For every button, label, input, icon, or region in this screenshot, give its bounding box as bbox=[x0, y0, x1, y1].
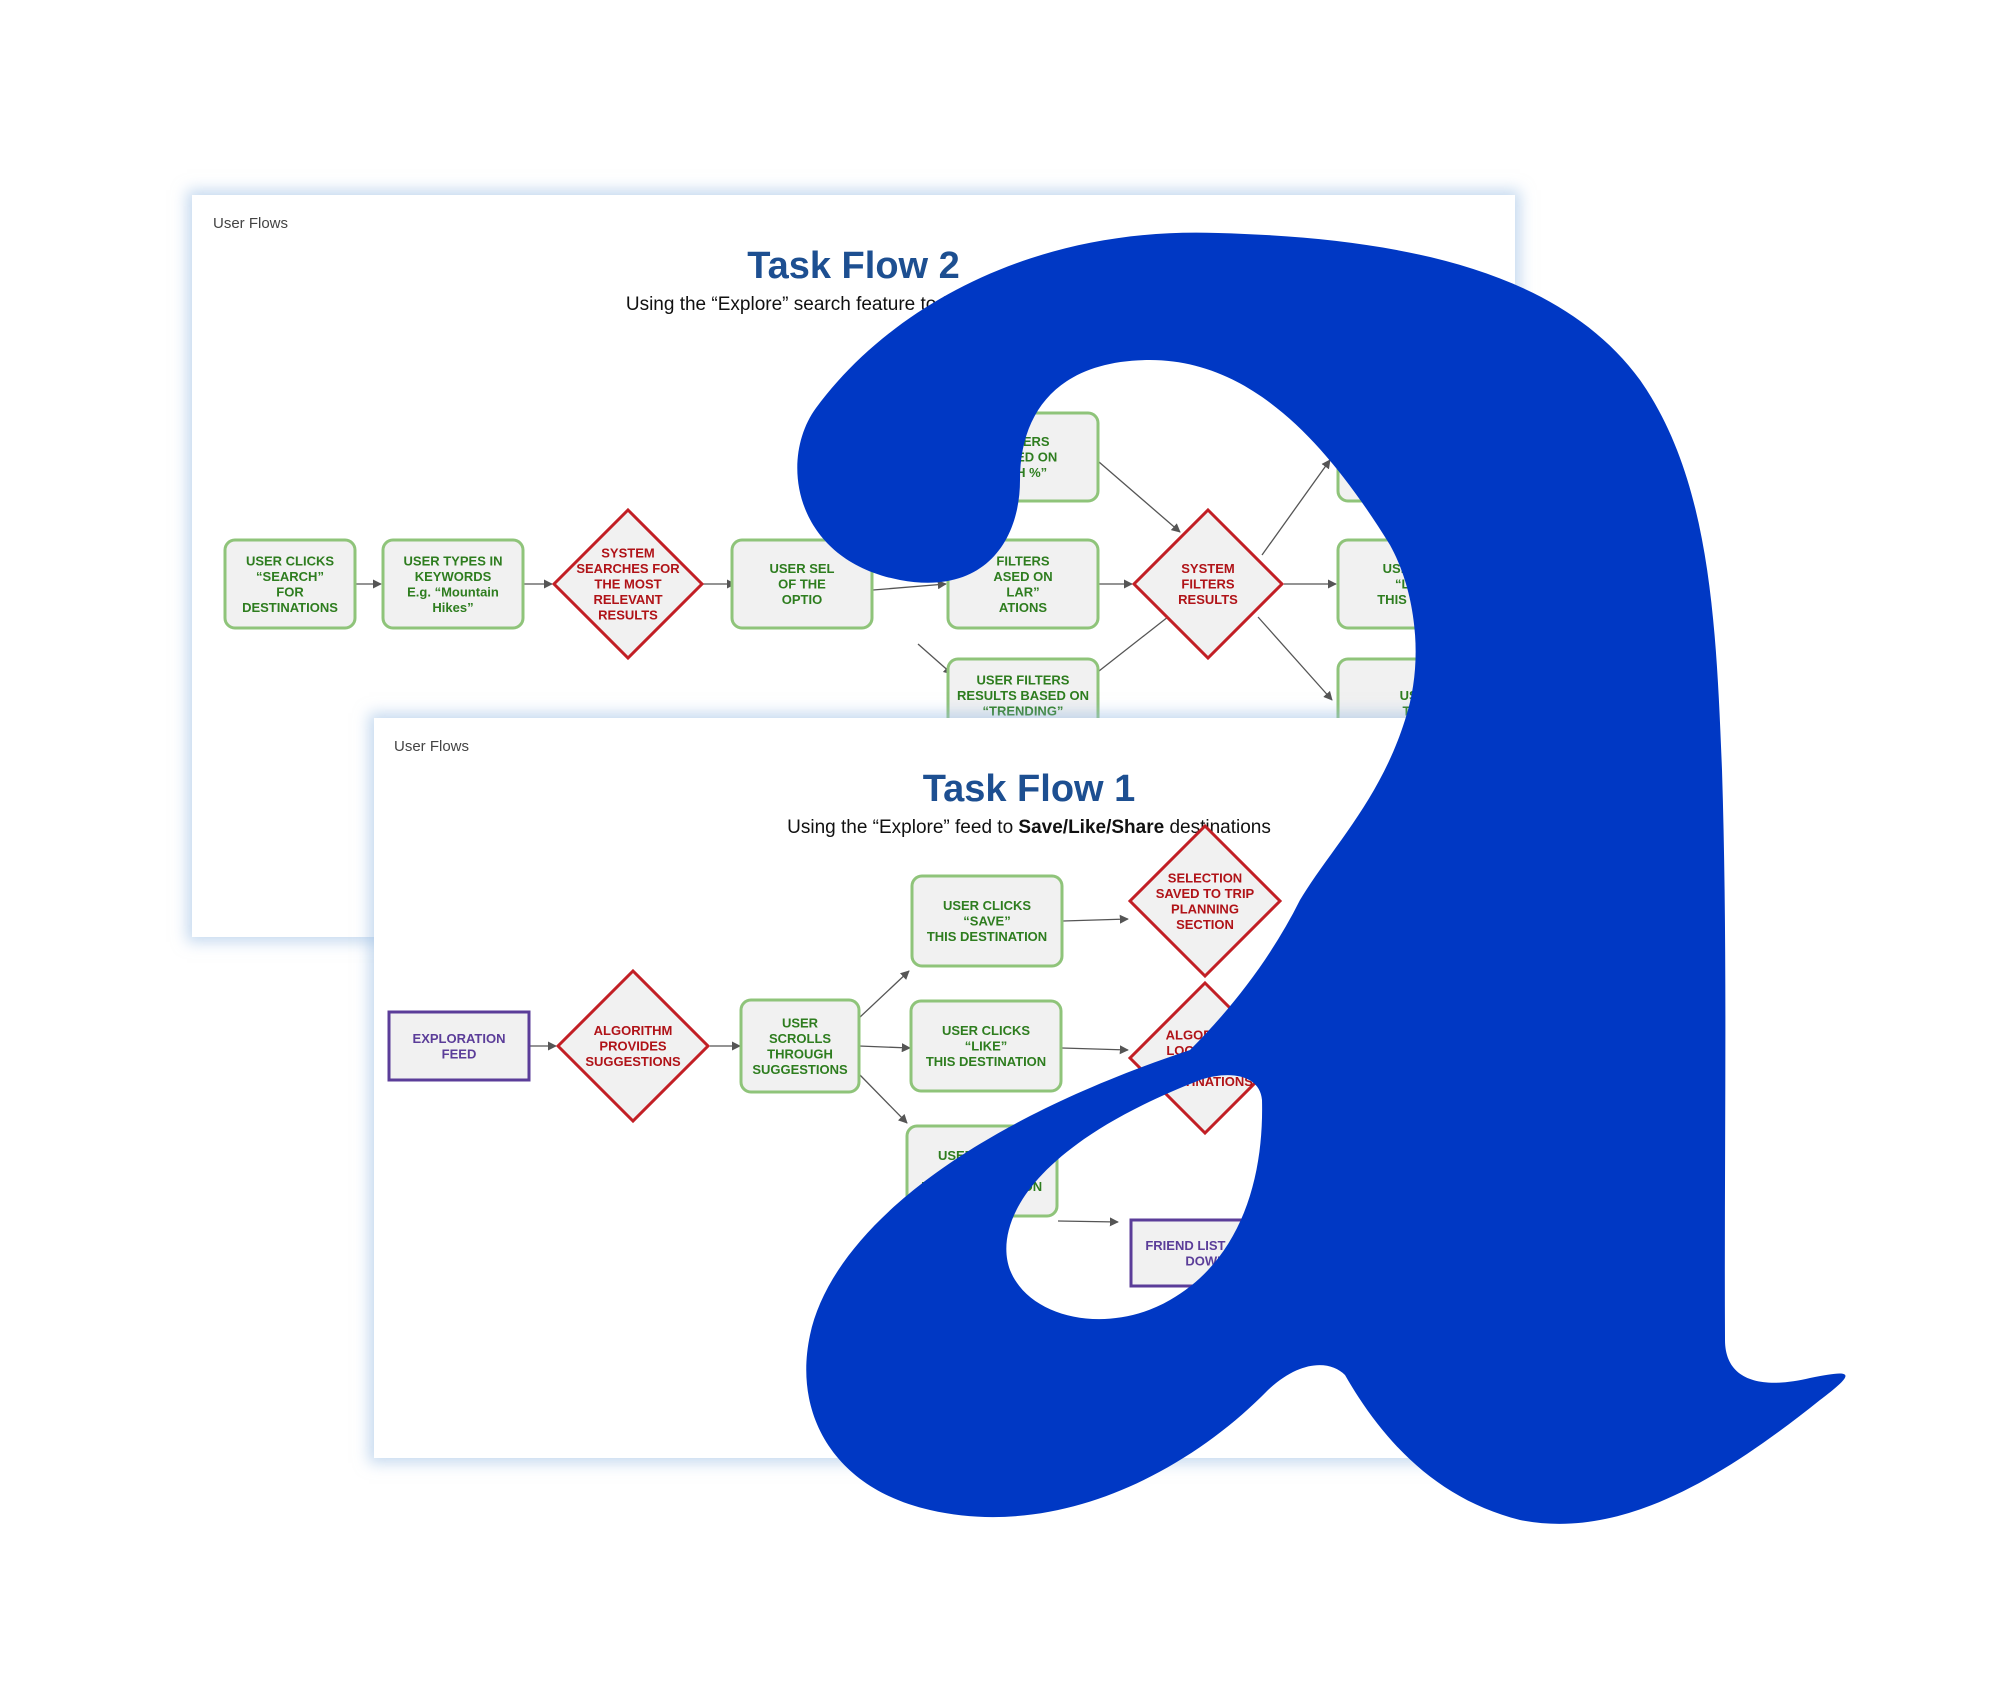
node-label-line: SYSTEM bbox=[1181, 561, 1234, 576]
subtitle-text-pre: Using the “Explore” feed to bbox=[787, 817, 1019, 838]
flow-arrow bbox=[858, 970, 910, 1019]
node-label-line: THIS DESTINATION bbox=[927, 929, 1047, 944]
node-label-line: OF THE bbox=[778, 577, 826, 592]
node-label-line: SUGGESTIONS bbox=[752, 1062, 848, 1077]
section-tag: User Flows bbox=[213, 215, 289, 232]
node-label-line: THIS DESTINATION bbox=[926, 1054, 1046, 1069]
node-label-line: “LIKE” bbox=[965, 1039, 1008, 1054]
node-label-line: SCROLLS bbox=[769, 1031, 831, 1046]
node-label-line: USER FILTERS bbox=[977, 672, 1070, 687]
node-label-line: E.g. “Mountain bbox=[407, 584, 499, 599]
node-label-line: KEYWORDS bbox=[415, 569, 492, 584]
process-box bbox=[381, 538, 525, 630]
node-label-line: ALGORITHM bbox=[594, 1023, 673, 1038]
slide-title: Task Flow 1 bbox=[922, 768, 1136, 810]
node-label-line: “SEARCH” bbox=[256, 569, 324, 584]
flow-arrow bbox=[1057, 1217, 1119, 1227]
node-label-line: RESULTS bbox=[598, 608, 658, 623]
flow-arrow bbox=[1061, 1045, 1129, 1055]
decision-diamond bbox=[555, 968, 711, 1124]
decision-diamond bbox=[1131, 507, 1285, 661]
node-label-line: PROVIDES bbox=[599, 1039, 667, 1054]
node-label-line: FILTERS bbox=[996, 553, 1050, 568]
node-label-line: “SAVE” bbox=[963, 914, 1010, 929]
node-label-line: SEARCHES FOR bbox=[576, 561, 680, 576]
flow-node-process: USER CLICKS“SAVE”THIS DESTINATION bbox=[910, 874, 1064, 968]
node-label-line: USER CLICKS bbox=[943, 898, 1031, 913]
flow-arrow bbox=[858, 1043, 911, 1053]
subtitle-text-bold: Save/Like/Share bbox=[1018, 817, 1165, 838]
node-label-line: USER TYPES IN bbox=[404, 553, 503, 568]
node-label-line: SAVED TO TRIP bbox=[1156, 886, 1255, 901]
flow-arrow bbox=[1098, 461, 1181, 533]
flow-arrow bbox=[858, 1073, 908, 1124]
node-label-line: THROUGH bbox=[767, 1046, 833, 1061]
node-label-line: THE MOST bbox=[594, 577, 661, 592]
node-label-line: FEED bbox=[442, 1046, 477, 1061]
flow-arrow bbox=[917, 643, 953, 675]
node-label-line: USER CLICKS bbox=[246, 553, 334, 568]
node-label-line: “TRENDING” bbox=[983, 703, 1064, 718]
node-label-line: USER CLICKS bbox=[942, 1023, 1030, 1038]
node-label-line: RELEVANT bbox=[593, 592, 662, 607]
process-box bbox=[730, 538, 874, 630]
slide-title: Task Flow 2 bbox=[747, 245, 960, 287]
flow-arrow bbox=[1261, 459, 1331, 556]
decision-diamond bbox=[1127, 823, 1283, 979]
decision-diamond bbox=[551, 507, 705, 661]
node-label-line: ATIONS bbox=[999, 600, 1047, 615]
node-label-line: EXPLORATION bbox=[413, 1031, 506, 1046]
io-box bbox=[387, 1010, 531, 1082]
process-box bbox=[909, 999, 1063, 1093]
node-label-line: FOR bbox=[276, 584, 304, 599]
node-label-line: USER SEL bbox=[769, 561, 834, 576]
letter-a-shape bbox=[797, 232, 1846, 1524]
flow-arrow bbox=[872, 580, 947, 591]
flow-arrow bbox=[1062, 914, 1129, 924]
process-box bbox=[223, 538, 357, 630]
subtitle-text: Using the “Explore” search feature to fi bbox=[625, 294, 952, 315]
node-label-line: PLANNING bbox=[1171, 901, 1239, 916]
node-label-line: FILTERS bbox=[1181, 577, 1235, 592]
node-label-line: RESULTS BASED ON bbox=[957, 688, 1089, 703]
node-label-line: USER bbox=[782, 1015, 819, 1030]
flow-node-process: USER CLICKS“LIKE”THIS DESTINATION bbox=[909, 999, 1063, 1093]
node-label-line: SECTION bbox=[1176, 917, 1234, 932]
node-label-line: DESTINATIONS bbox=[242, 600, 338, 615]
flow-arrow bbox=[1257, 616, 1333, 701]
section-tag: User Flows bbox=[394, 738, 470, 755]
node-label-line: SUGGESTIONS bbox=[585, 1054, 681, 1069]
slide-subtitle: Using the “Explore” feed to Save/Like/Sh… bbox=[374, 817, 1684, 839]
slide-subtitle: Using the “Explore” search feature to fi bbox=[127, 294, 1450, 316]
process-box bbox=[739, 998, 861, 1094]
node-label-line: RESULTS bbox=[1178, 592, 1238, 607]
node-label-line: SELECTION bbox=[1168, 870, 1242, 885]
node-label-line: ASED ON bbox=[993, 569, 1052, 584]
process-box bbox=[910, 874, 1064, 968]
node-label-line: LAR” bbox=[1006, 584, 1039, 599]
node-label-line: Hikes” bbox=[432, 600, 473, 615]
node-label-line: SYSTEM bbox=[601, 546, 654, 561]
subtitle-text-post: destinations bbox=[1164, 817, 1271, 838]
node-label-line: OPTIO bbox=[782, 592, 822, 607]
flow-arrow bbox=[1098, 612, 1174, 672]
